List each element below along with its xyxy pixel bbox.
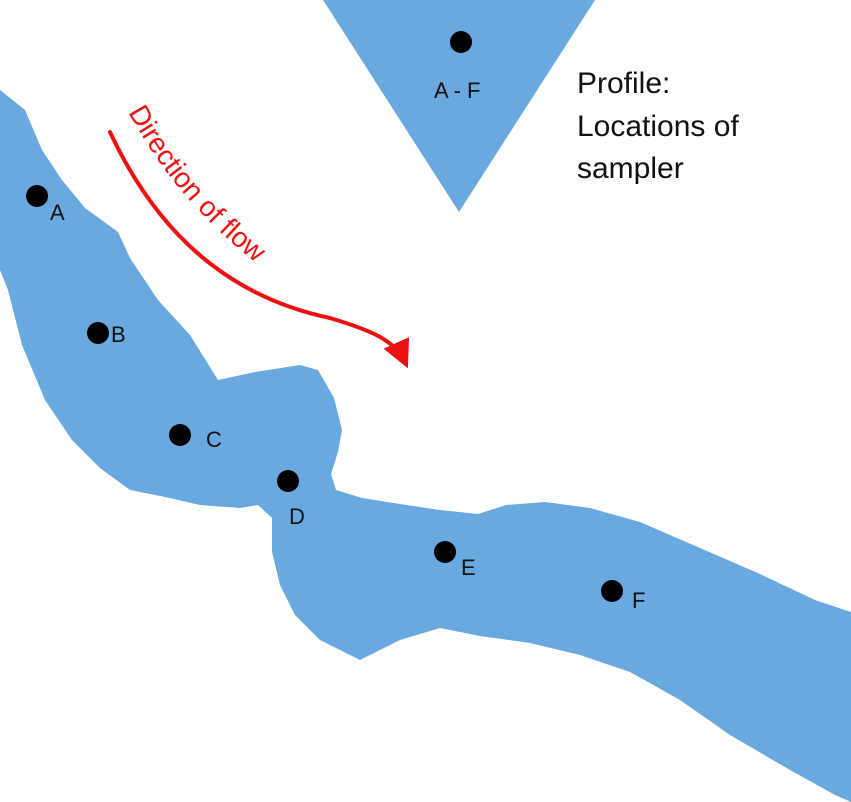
profile-sampler-dot xyxy=(450,31,472,53)
site-label-e: E xyxy=(461,555,476,580)
flow-arrow xyxy=(108,130,410,369)
profile-triangle xyxy=(323,0,595,212)
profile-caption-line-1: Profile: xyxy=(577,67,670,100)
site-label-d: D xyxy=(289,504,305,529)
sampler-dot-d xyxy=(277,470,299,492)
river-shape xyxy=(0,90,851,802)
flow-label-path: Direction of flow xyxy=(123,100,273,268)
flow-label: Direction of flow xyxy=(123,100,273,268)
site-label-f: F xyxy=(632,588,645,613)
profile-caption-line-2: Locations of xyxy=(577,110,739,143)
sampler-dot-f xyxy=(601,580,623,602)
profile-sampler-label: A - F xyxy=(434,78,480,103)
sampler-dot-c xyxy=(169,424,191,446)
sampler-dot-b xyxy=(87,322,109,344)
site-label-c: C xyxy=(206,427,222,452)
profile-caption-line-3: sampler xyxy=(577,152,684,185)
site-label-b: B xyxy=(111,322,126,347)
site-label-a: A xyxy=(50,200,65,225)
sampler-dot-a xyxy=(26,185,48,207)
sampler-dot-e xyxy=(434,541,456,563)
